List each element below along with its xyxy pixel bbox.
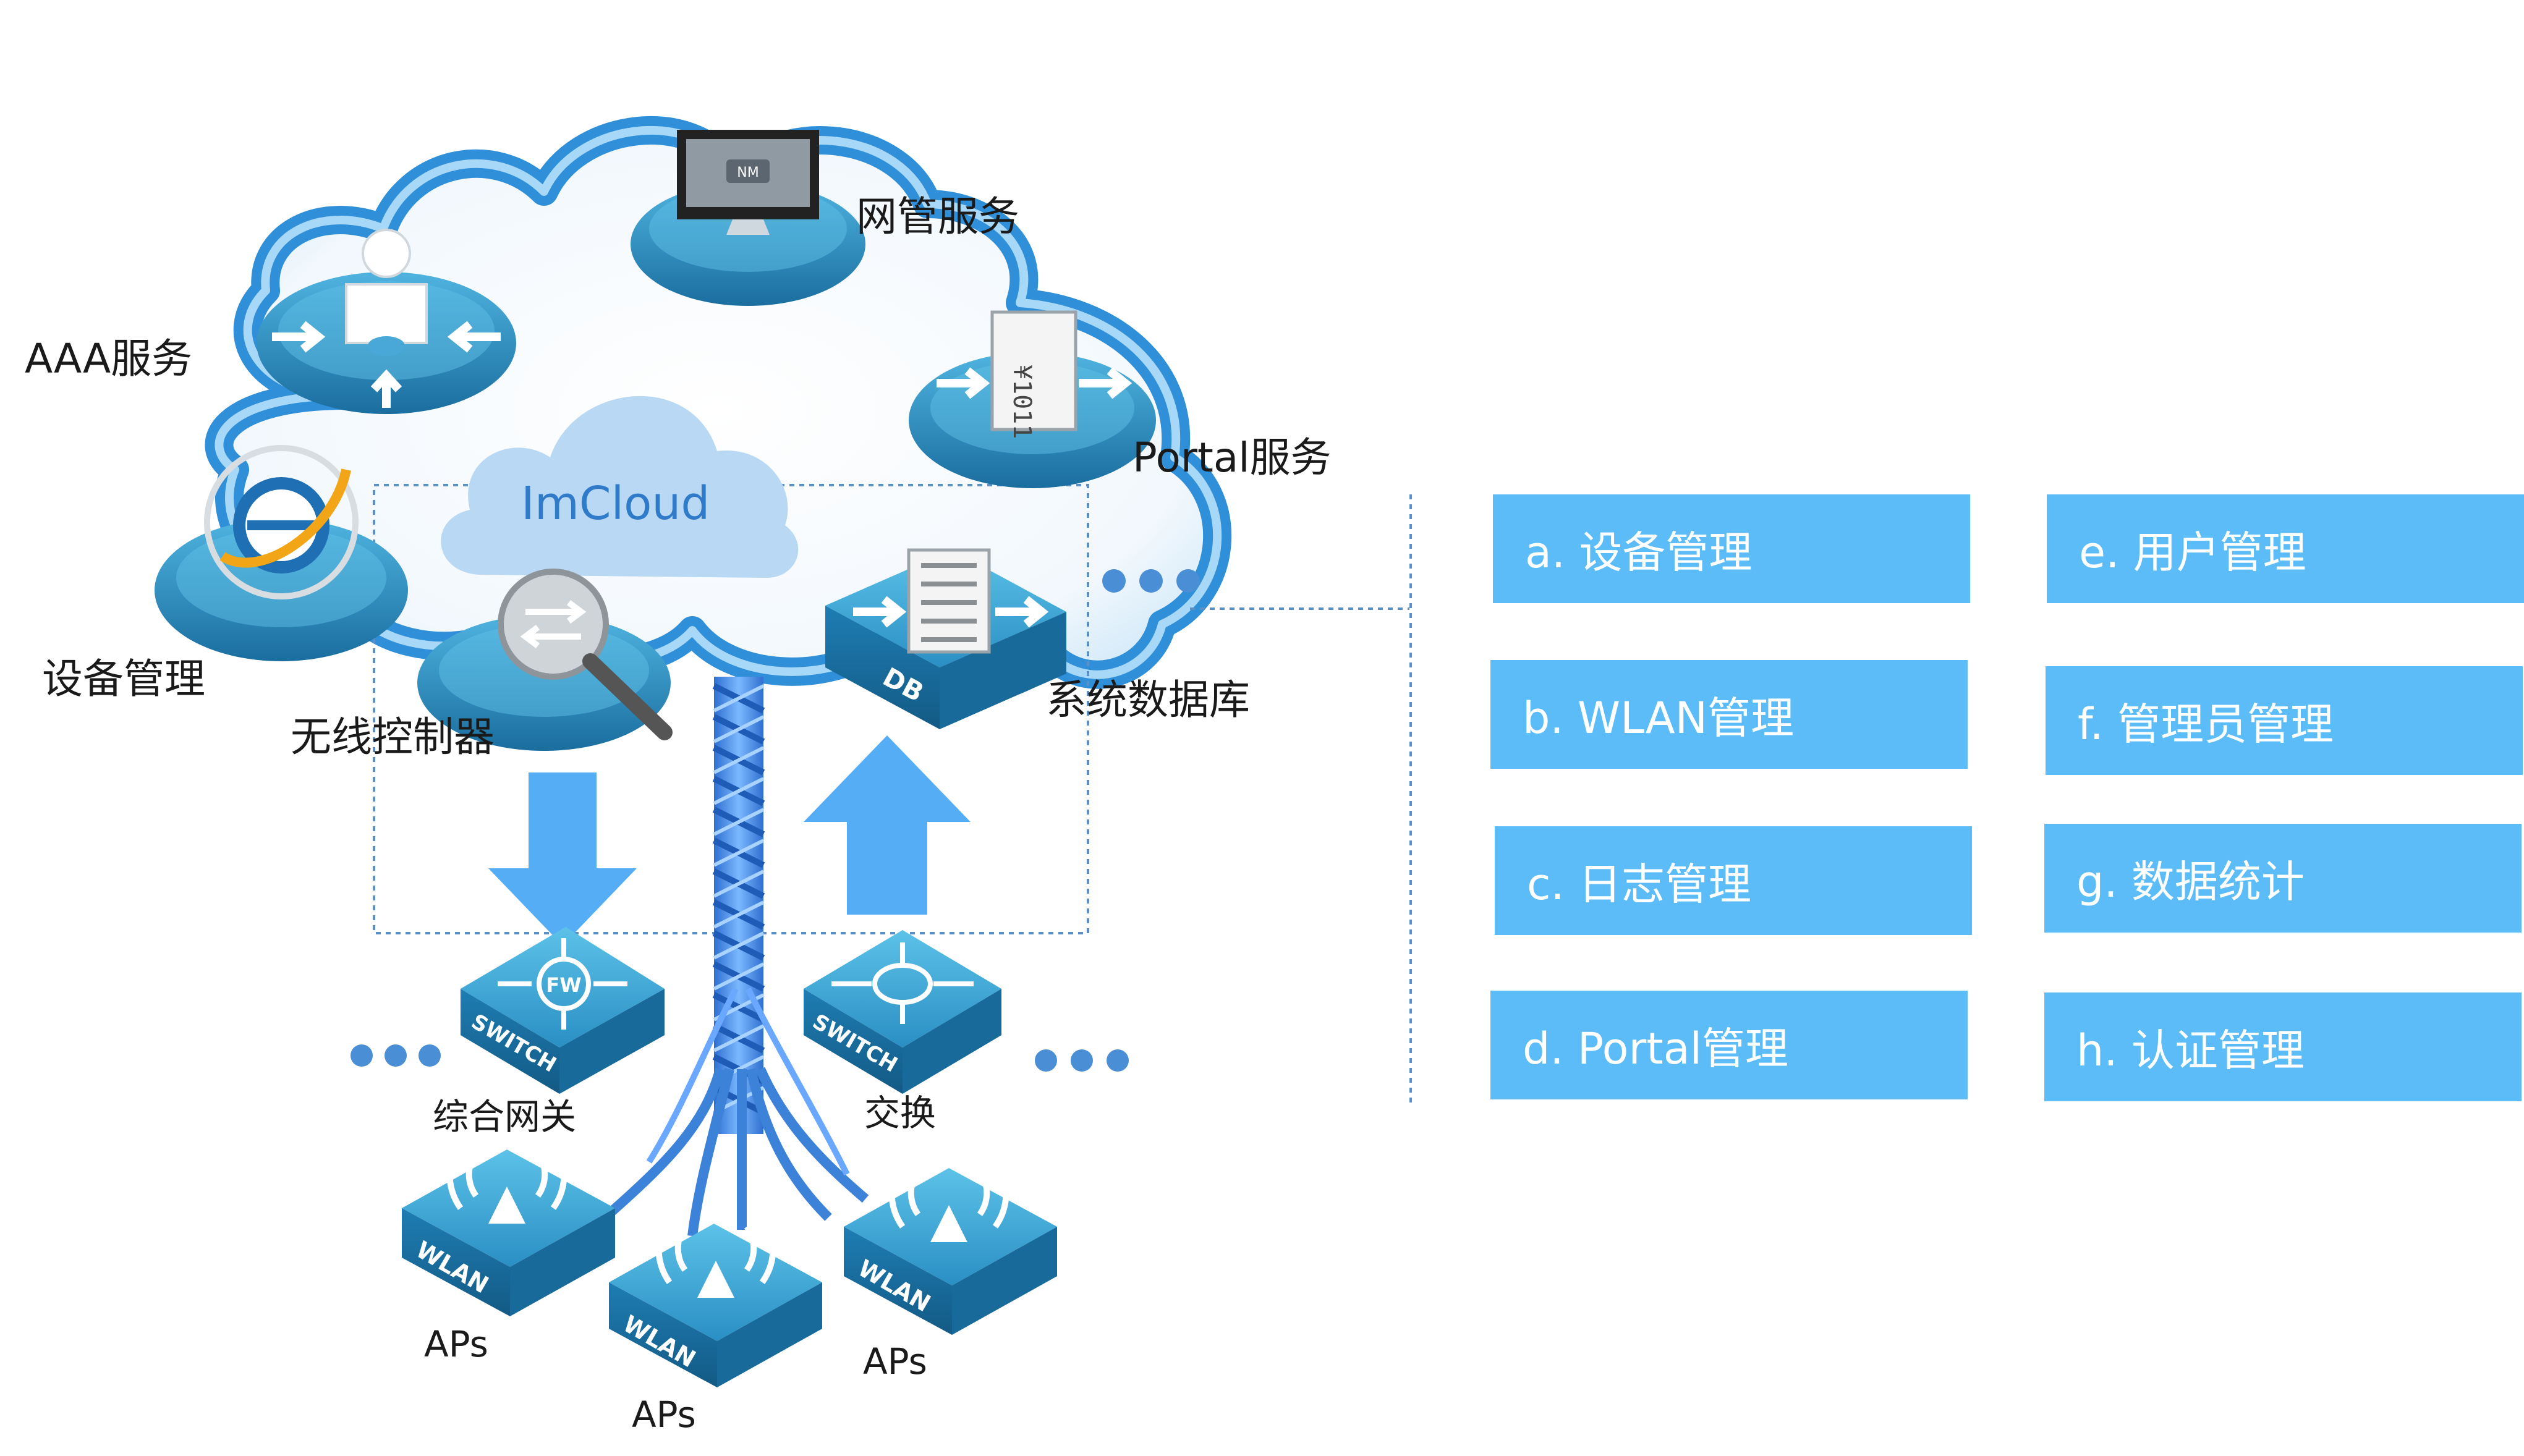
system-db-label: 系统数据库 — [1046, 676, 1250, 724]
antenna-icon — [488, 1187, 525, 1224]
gateway-tile: FW SWITCH — [461, 927, 665, 1094]
user-icon — [362, 229, 411, 278]
wireless-controller-label: 无线控制器 — [291, 713, 495, 761]
device-node — [155, 445, 408, 661]
feature-label: d. Portal管理 — [1523, 1023, 1789, 1074]
feature-label: e. 用户管理 — [2079, 527, 2306, 578]
left-ellipsis — [351, 1044, 441, 1067]
feature-box-admin-mgmt: f. 管理员管理 — [2046, 666, 2523, 775]
imcloud-label: ImCloud — [521, 477, 710, 530]
feature-label: g. 数据统计 — [2076, 856, 2305, 907]
aps-right-label: APs — [863, 1340, 927, 1382]
antenna-icon — [697, 1261, 734, 1298]
switch-label: 交换 — [864, 1092, 937, 1134]
portal-node: ¥1011 — [909, 310, 1156, 488]
portal-service-label: Portal服务 — [1132, 434, 1332, 481]
cloud-ellipsis — [1102, 569, 1200, 593]
aps-left-label: APs — [424, 1323, 488, 1365]
gateway-label: 综合网关 — [433, 1096, 577, 1138]
up-arrow-icon — [804, 735, 971, 915]
right-ellipsis — [1035, 1049, 1129, 1072]
nm-icon-text: NM — [737, 165, 758, 180]
db-node: DB — [825, 548, 1066, 729]
nm-node: NM — [631, 130, 865, 306]
portal-page-icon — [990, 310, 1077, 431]
feature-box-device-mgmt: a. 设备管理 — [1493, 494, 1970, 603]
feature-label: b. WLAN管理 — [1523, 692, 1795, 743]
imcloud-cloud — [441, 396, 799, 578]
feature-label: a. 设备管理 — [1525, 527, 1753, 578]
feature-box-wlan-mgmt: b. WLAN管理 — [1490, 660, 1968, 769]
feature-label: f. 管理员管理 — [2078, 698, 2334, 750]
feature-box-log-mgmt: c. 日志管理 — [1495, 826, 1972, 935]
portal-icon-text: ¥1011 — [1008, 365, 1036, 439]
fw-icon-text: FW — [546, 973, 581, 997]
arrow-in-right-icon — [447, 321, 501, 353]
device-mgmt-label: 设备管理 — [42, 655, 205, 703]
aaa-node — [257, 229, 516, 414]
feature-label: c. 日志管理 — [1527, 858, 1751, 910]
feature-label: h. 认证管理 — [2076, 1025, 2305, 1076]
feature-box-auth-mgmt: h. 认证管理 — [2044, 993, 2522, 1101]
wlan-tile-left: WLAN — [402, 1138, 615, 1316]
braided-cable — [608, 677, 869, 1237]
arrow-in-left-icon — [272, 321, 326, 353]
aps-center-label: APs — [632, 1394, 696, 1436]
nm-service-label: 网管服务 — [856, 193, 1019, 240]
refresh-ring-icon — [204, 445, 359, 599]
aaa-service-label: AAA服务 — [25, 335, 193, 383]
firewall-icon — [537, 957, 591, 1011]
wlan-tile-center: WLAN — [609, 1213, 822, 1387]
feature-box-user-mgmt: e. 用户管理 — [2047, 494, 2524, 603]
feature-box-portal-mgmt: d. Portal管理 — [1490, 991, 1968, 1099]
magnifier-icon — [498, 569, 609, 680]
feature-box-statistics: g. 数据统计 — [2044, 824, 2522, 933]
antenna-icon — [930, 1205, 967, 1242]
down-arrow-icon — [488, 772, 637, 946]
wireless-controller-node — [417, 569, 673, 751]
wlan-tile-right: WLAN — [844, 1157, 1057, 1335]
arrow-up-icon — [370, 369, 402, 408]
switch-tile: SWITCH — [804, 930, 1001, 1094]
